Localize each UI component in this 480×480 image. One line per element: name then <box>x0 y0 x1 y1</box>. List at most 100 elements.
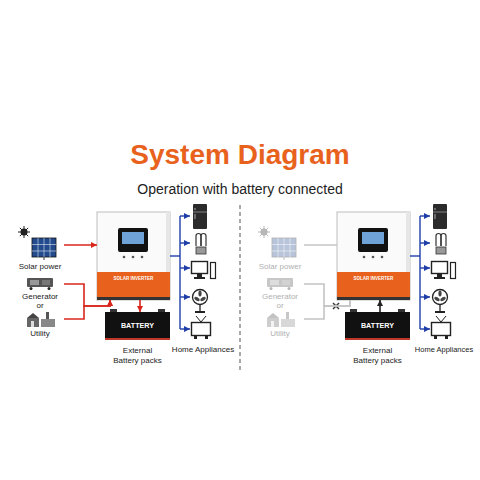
battery-label: BATTERY <box>345 312 410 340</box>
generator-symbol <box>48 287 51 290</box>
generator-symbol <box>27 278 53 287</box>
inverter-body <box>132 256 135 259</box>
battery-body <box>158 309 165 312</box>
panel-divider <box>240 205 241 372</box>
diagram-title: System Diagram <box>0 138 480 172</box>
battery-label: BATTERY <box>105 312 170 340</box>
fan-symbol <box>199 305 200 312</box>
power-connector <box>379 300 381 312</box>
fridge-symbol <box>195 214 196 219</box>
utility-symbol <box>27 313 39 318</box>
power-connector <box>64 300 110 319</box>
generator-symbol <box>27 278 53 290</box>
inverter-body <box>97 212 170 300</box>
power-connector <box>139 300 141 312</box>
fan-symbol <box>195 311 205 313</box>
group-label: Home Appliances <box>172 345 234 355</box>
utility-symbol <box>46 312 49 320</box>
generator-symbol <box>30 280 39 285</box>
tv-symbol <box>194 336 197 339</box>
source-label: Solar power <box>19 262 62 272</box>
computer-symbol <box>197 274 202 277</box>
inverter-box: SOLAR INVERTER <box>97 212 170 300</box>
power-connector <box>304 300 350 319</box>
connector-word: or <box>36 301 43 311</box>
battery-body <box>105 338 170 340</box>
source-label: Utility <box>270 329 290 339</box>
battery-caption: External Battery packs <box>110 346 166 365</box>
bulb-symbol <box>196 247 206 254</box>
source-label: Solar power <box>259 262 302 272</box>
inverter-body <box>97 297 170 300</box>
computer-symbol <box>211 263 216 279</box>
fan-symbol <box>193 290 208 305</box>
generator-symbol <box>30 287 33 290</box>
solar-panel-symbol <box>44 257 45 260</box>
sun-symbol <box>20 228 28 236</box>
solar-panel-symbol <box>32 251 56 252</box>
battery-body <box>105 309 170 340</box>
battery-box: BATTERYExternal Battery packs <box>345 312 410 340</box>
power-connector <box>304 244 337 246</box>
bulb-symbol <box>196 234 201 247</box>
generator-symbol <box>42 280 50 285</box>
load-wiring <box>170 255 180 256</box>
load-wiring <box>179 216 180 329</box>
inverter-label: SOLAR INVERTER <box>97 275 170 282</box>
load-wiring <box>180 328 190 329</box>
source-node: Utility <box>256 311 304 339</box>
inverter-body <box>166 212 170 272</box>
power-connector <box>64 284 110 306</box>
solar-panel-symbol <box>38 238 39 257</box>
tv-symbol <box>196 316 206 322</box>
source-label: Utility <box>30 329 50 339</box>
tv-symbol <box>205 336 208 339</box>
solar-panel-symbol <box>50 238 51 257</box>
computer-symbol <box>192 262 208 274</box>
power-connector <box>304 284 350 306</box>
fan-symbol <box>200 296 207 302</box>
bulb-symbol <box>201 234 206 247</box>
inverter-body <box>122 232 144 244</box>
sun-symbol <box>18 226 30 238</box>
sun-symbol <box>21 229 28 236</box>
solar-panel-symbol <box>44 238 45 257</box>
connector-word: or <box>276 301 283 311</box>
load-wiring <box>180 242 190 243</box>
greyed-source-icons <box>258 226 296 327</box>
source-label: Generator <box>262 292 298 302</box>
utility-symbol <box>31 321 34 327</box>
sun-symbol <box>20 228 28 236</box>
load-wiring <box>180 267 190 268</box>
computer-symbol <box>192 262 216 280</box>
inverter-and-loads <box>337 204 456 340</box>
solar-panel-symbol <box>32 238 56 257</box>
solar-panel-symbol <box>32 244 56 245</box>
fridge-symbol <box>195 208 196 210</box>
inverter-and-loads <box>97 204 216 340</box>
inverter-body <box>118 228 148 252</box>
fan-symbol <box>198 291 201 297</box>
power-connector <box>64 244 97 246</box>
utility-symbol <box>27 312 55 327</box>
source-node: Generator <box>16 276 64 302</box>
battery-caption: External Battery packs <box>350 346 406 365</box>
computer-symbol <box>194 277 205 279</box>
fridge-symbol <box>193 212 207 213</box>
battery-box: BATTERYExternal Battery packs <box>105 312 170 340</box>
source-label: Generator <box>22 292 58 302</box>
battery-body <box>110 309 117 312</box>
utility-symbol <box>27 318 39 327</box>
tv-symbol <box>192 323 211 336</box>
source-node: Generator <box>256 276 304 302</box>
fan-symbol <box>193 290 208 314</box>
inverter-body <box>97 212 170 300</box>
load-wiring <box>180 215 190 216</box>
inverter-body <box>141 256 144 259</box>
source-icons <box>18 226 56 327</box>
load-wiring <box>180 296 190 297</box>
source-node: Utility <box>16 311 64 339</box>
